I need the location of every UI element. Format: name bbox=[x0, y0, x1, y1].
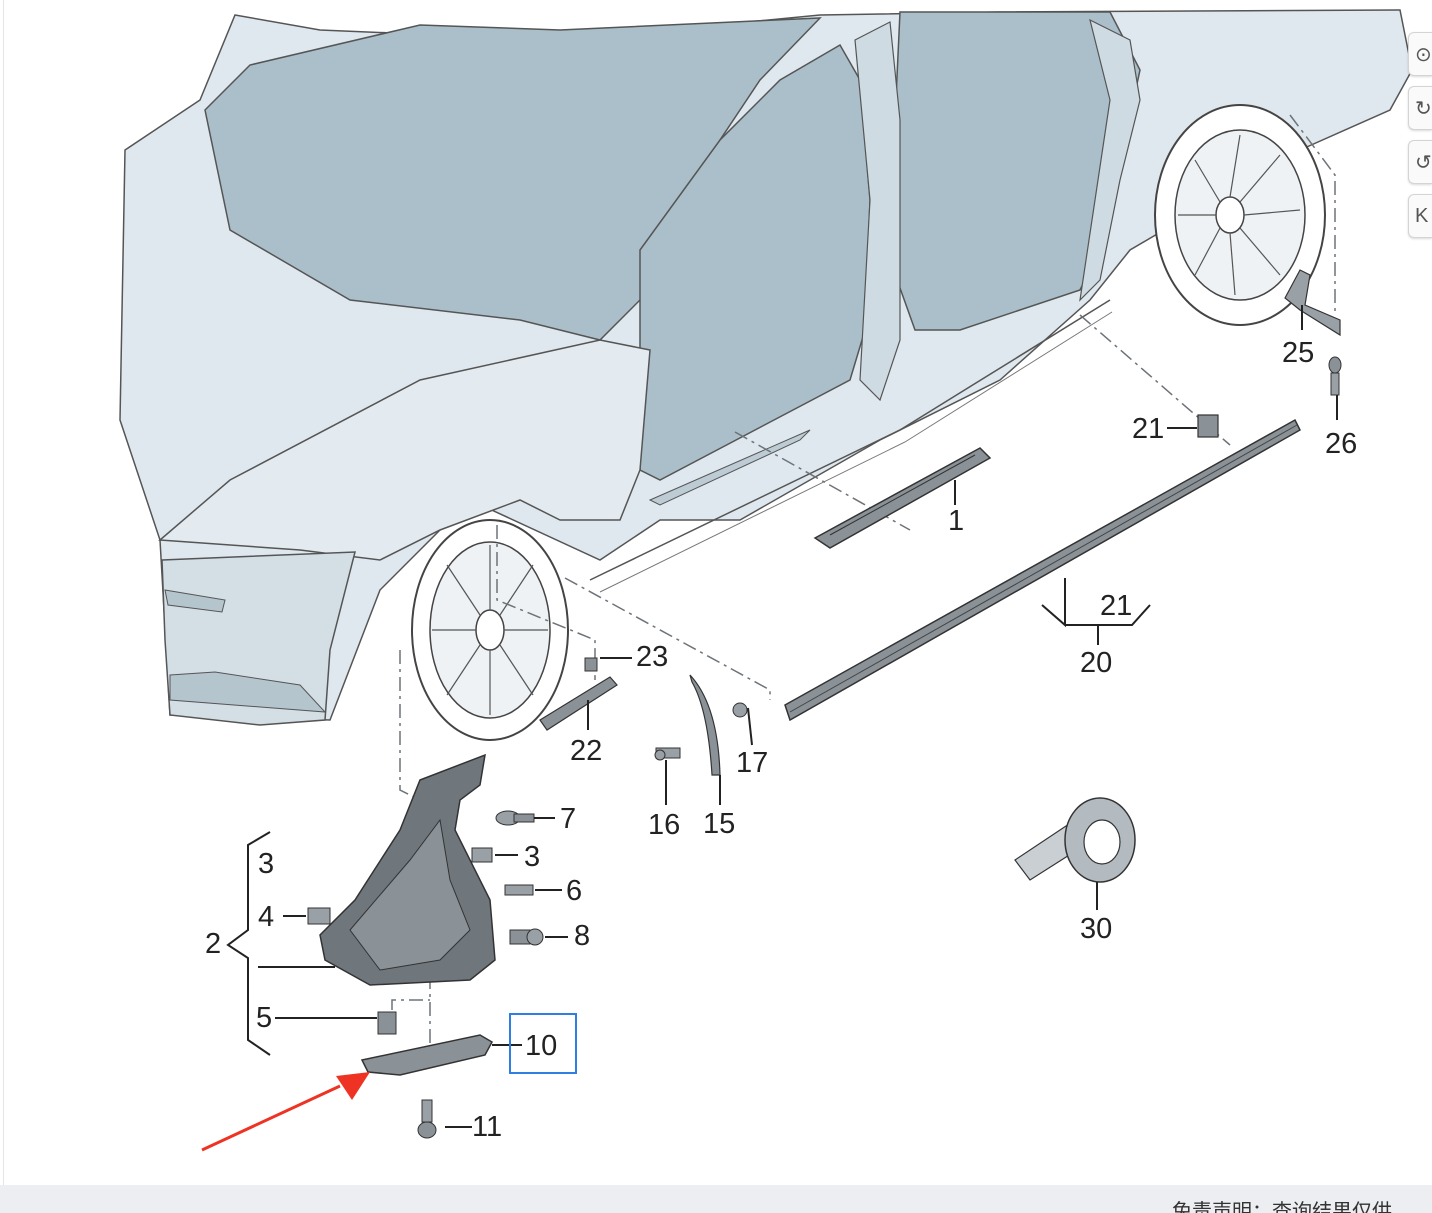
part-8-screw bbox=[509, 928, 544, 946]
callout-3-right: 3 bbox=[524, 841, 540, 873]
disclaimer-text: 免责声明：查询结果仅供 bbox=[1172, 1201, 1392, 1213]
zoom-icon: ⊙ bbox=[1415, 43, 1432, 66]
part-1-sill-trim bbox=[813, 447, 992, 549]
part-6-clip bbox=[504, 884, 534, 896]
callout-17: 17 bbox=[736, 747, 768, 779]
part-26-screw bbox=[1328, 356, 1342, 396]
callout-5: 5 bbox=[256, 1002, 272, 1034]
callout-1: 1 bbox=[948, 505, 964, 537]
reset-icon: K bbox=[1415, 204, 1429, 227]
callout-20: 20 bbox=[1080, 647, 1112, 679]
exploded-parts-diagram: 1 2 3 3 4 5 6 7 8 10 11 15 16 17 20 21 2… bbox=[119, 9, 1413, 1152]
callout-leaders bbox=[226, 305, 1338, 1128]
part-17-clip bbox=[732, 702, 748, 718]
part-7-screw bbox=[495, 810, 535, 826]
undo-icon: ↺ bbox=[1415, 151, 1432, 174]
part-30-tape bbox=[1014, 797, 1136, 883]
callout-4: 4 bbox=[258, 901, 274, 933]
zoom-button[interactable]: ⊙ bbox=[1408, 32, 1432, 76]
part-10-strip bbox=[360, 1034, 494, 1076]
callout-23: 23 bbox=[636, 641, 668, 673]
pointer-arrow bbox=[201, 1072, 370, 1152]
viewer-toolbar: ⊙ ↻ ↺ K bbox=[1408, 32, 1432, 248]
callout-8: 8 bbox=[574, 920, 590, 952]
callout-21-skirt: 21 bbox=[1100, 590, 1132, 622]
part-22-arch-trim bbox=[539, 676, 618, 731]
callout-22: 22 bbox=[570, 735, 602, 767]
callout-25: 25 bbox=[1282, 337, 1314, 369]
callout-7: 7 bbox=[560, 803, 576, 835]
callout-21-clip: 21 bbox=[1132, 413, 1164, 445]
part-4-clip bbox=[307, 907, 331, 925]
part-3-clip bbox=[471, 847, 493, 863]
part-23-clip bbox=[584, 657, 598, 672]
part-21-clip bbox=[1197, 414, 1219, 438]
parts bbox=[307, 269, 1342, 1139]
rotate-icon: ↻ bbox=[1415, 97, 1432, 120]
callout-11: 11 bbox=[472, 1111, 502, 1143]
parts-diagram-viewer: 1 2 3 3 4 5 6 7 8 10 11 15 16 17 20 21 2… bbox=[3, 0, 1432, 1185]
viewer-border bbox=[3, 0, 1429, 1185]
callout-2: 2 bbox=[205, 928, 221, 960]
part-25-bracket bbox=[1284, 269, 1341, 337]
callout-6: 6 bbox=[566, 875, 582, 907]
part-15-wheel-arch-trim bbox=[689, 674, 721, 776]
part-16-clip bbox=[654, 747, 681, 761]
highlight-box bbox=[509, 1013, 577, 1074]
part-20-side-skirt bbox=[784, 418, 1301, 722]
callout-15: 15 bbox=[703, 808, 735, 840]
part-5-clip bbox=[377, 1011, 397, 1035]
part-11-screw bbox=[417, 1099, 437, 1139]
callout-30: 30 bbox=[1080, 913, 1112, 945]
rotate-button[interactable]: ↻ bbox=[1408, 86, 1432, 130]
undo-button[interactable]: ↺ bbox=[1408, 140, 1432, 184]
callout-10: 10 bbox=[525, 1030, 557, 1062]
callout-labels: 1 2 3 3 4 5 6 7 8 10 11 15 16 17 20 21 2… bbox=[205, 337, 1357, 1143]
callout-3-left: 3 bbox=[258, 848, 274, 880]
car-illustration bbox=[119, 9, 1413, 741]
reset-button[interactable]: K bbox=[1408, 194, 1432, 238]
footer-bar: 免责声明：查询结果仅供 bbox=[0, 1185, 1432, 1213]
callout-26: 26 bbox=[1325, 428, 1357, 460]
callout-16: 16 bbox=[648, 809, 680, 841]
